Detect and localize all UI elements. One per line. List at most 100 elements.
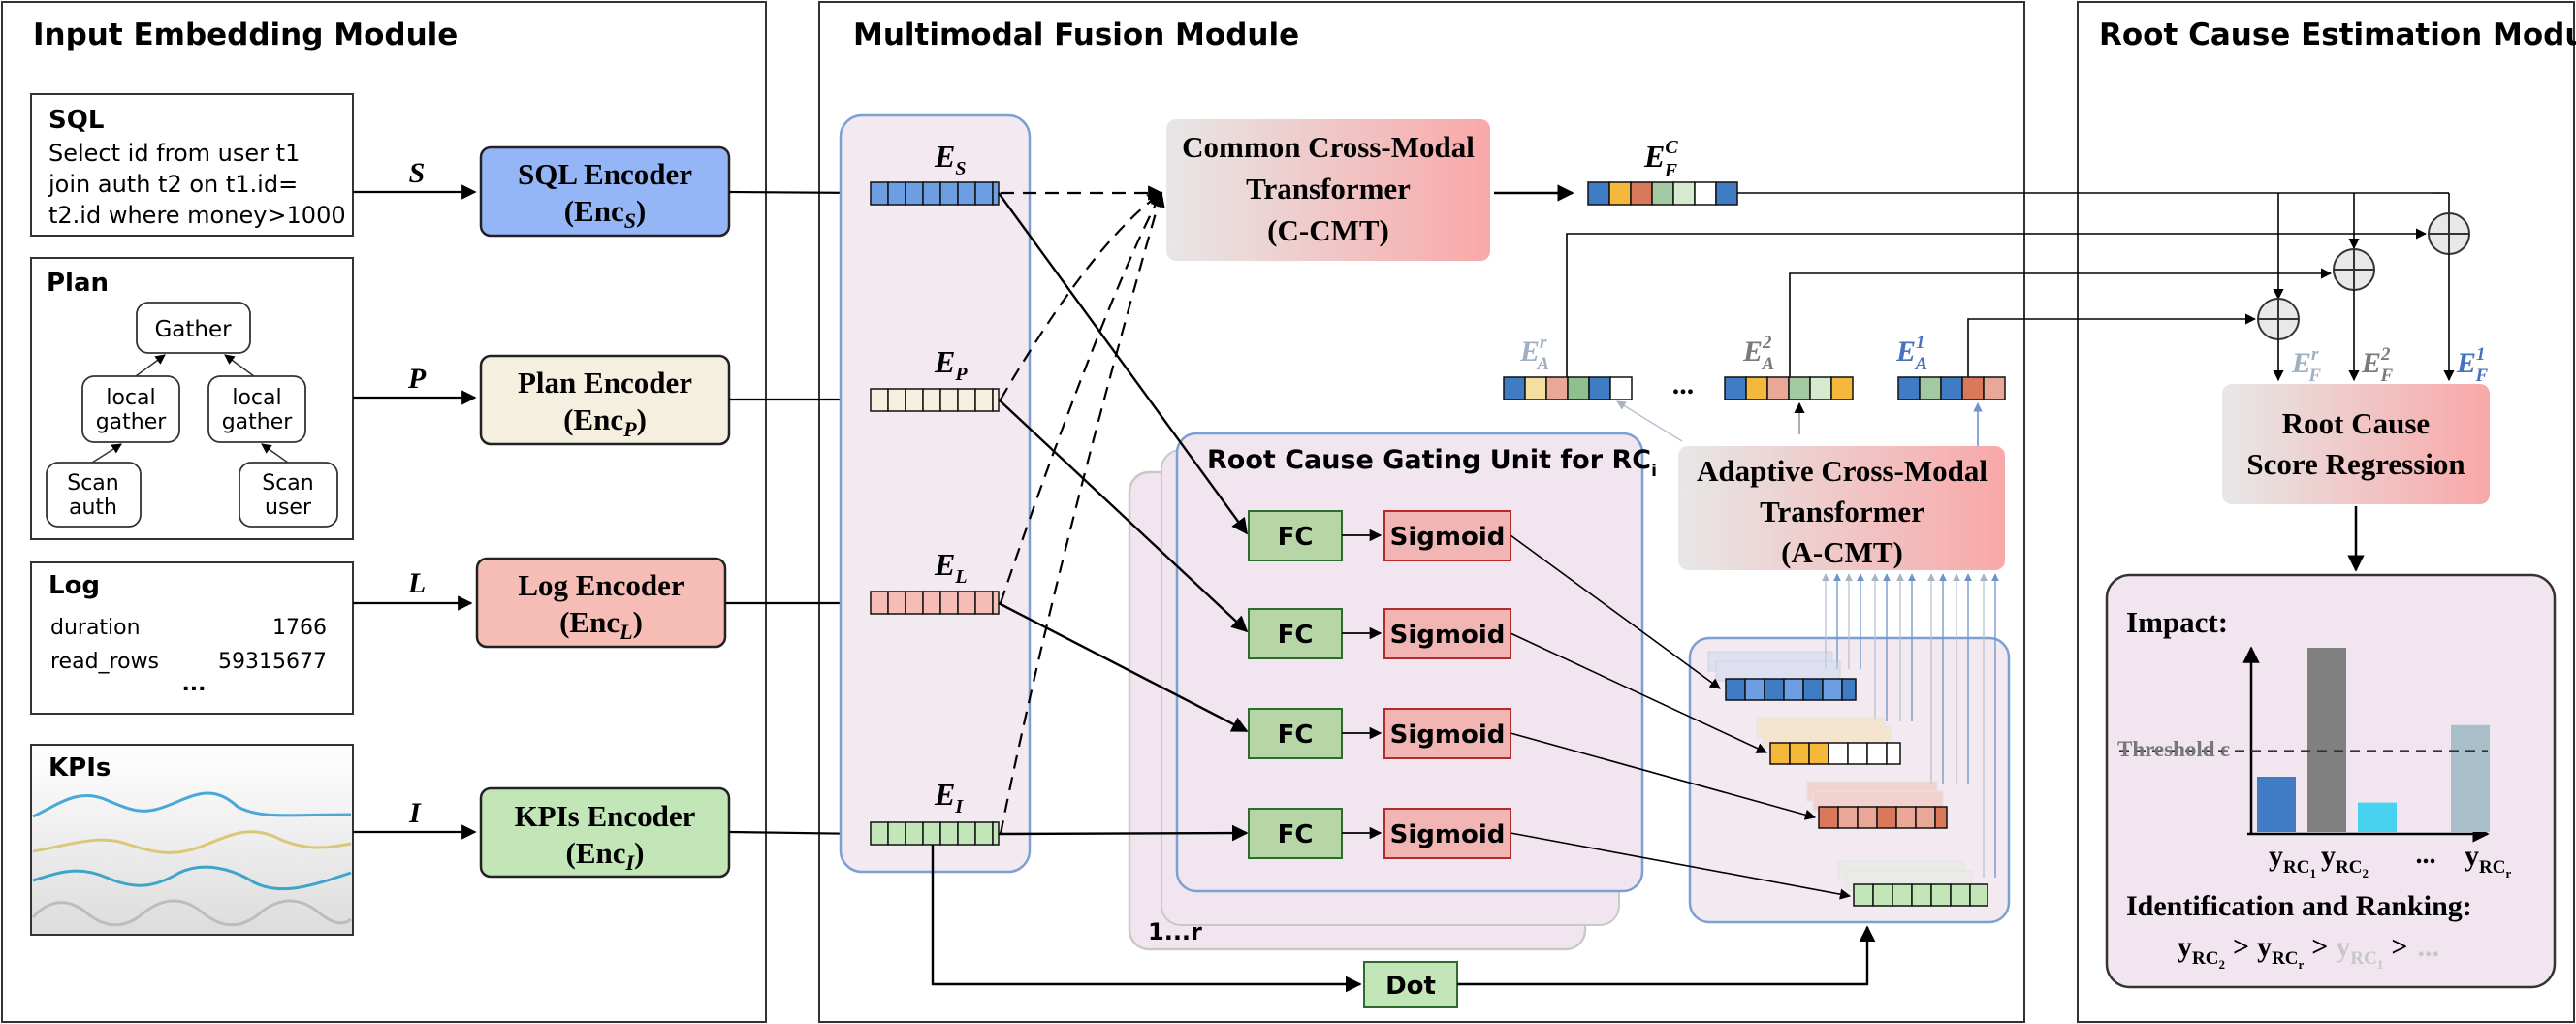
sql-input-box bbox=[30, 93, 354, 237]
impact-bar-1 bbox=[2257, 777, 2296, 832]
rank-gt-1: > bbox=[2233, 931, 2249, 963]
ea-2-vector bbox=[1724, 376, 1854, 400]
sigmoid-to-gated-lines bbox=[1510, 534, 1852, 900]
ea-r-vector bbox=[1503, 376, 1633, 400]
kpis-encoder-line1: KPIs Encoder bbox=[515, 799, 696, 833]
sigmoid-label-4: Sigmoid bbox=[1390, 820, 1506, 849]
input-module-title: Input Embedding Module bbox=[33, 17, 458, 52]
sql-encoder-enc: (Enc bbox=[564, 194, 624, 228]
label-ei-base: E bbox=[934, 777, 955, 812]
ccmt-line2: Transformer bbox=[1246, 172, 1411, 206]
efc-vector bbox=[1587, 181, 1738, 206]
impact-bar-2 bbox=[2307, 648, 2346, 832]
impact-threshold-label: Threshold ε bbox=[2117, 737, 2230, 761]
ccmt-line1: Common Cross-Modal bbox=[1182, 130, 1475, 164]
label-el-sub: L bbox=[954, 566, 967, 588]
embedding-el-vector bbox=[870, 591, 1000, 615]
ea-to-plus-lines bbox=[1566, 228, 2455, 382]
x-label-rc2-num: 2 bbox=[2362, 866, 2369, 880]
plan-node-scan-user-2: user bbox=[265, 496, 312, 520]
plus-node-r bbox=[2257, 298, 2300, 340]
sql-encoder-sub: S bbox=[624, 208, 636, 233]
sql-title: SQL bbox=[48, 106, 104, 135]
x-label-dots: ... bbox=[2416, 840, 2436, 870]
rank-3-y: y bbox=[2336, 931, 2350, 963]
x-label-rc1: yRC1 bbox=[2269, 840, 2316, 880]
plan-title: Plan bbox=[47, 269, 109, 298]
plan-encoder-enc: (Enc bbox=[563, 402, 623, 436]
plan-node-local-right-2: gather bbox=[222, 410, 294, 434]
regression-line2: Score Regression bbox=[2246, 447, 2465, 481]
log-row-1-key: duration bbox=[50, 616, 141, 640]
symbol-l: L bbox=[407, 567, 426, 599]
x-label-rc1-y: y bbox=[2269, 840, 2283, 872]
gating-unit-title: Root Cause Gating Unit for RCi bbox=[1207, 445, 1657, 481]
plan-node-scan-auth-1: Scan bbox=[67, 471, 119, 496]
label-es-sub: S bbox=[955, 158, 966, 179]
sigmoid-box-4 bbox=[1383, 808, 1511, 859]
acmt-line1: Adaptive Cross-Modal bbox=[1697, 454, 1988, 488]
label-efc-base: E bbox=[1643, 139, 1665, 174]
gating-row-1: FC Sigmoid bbox=[1248, 510, 1511, 561]
sigmoid-box-1 bbox=[1383, 510, 1511, 561]
identification-title: Identification and Ranking: bbox=[2126, 890, 2472, 922]
kpi-curves bbox=[31, 791, 352, 927]
kpis-encoder-sub: I bbox=[625, 850, 636, 875]
embedding-column-panel bbox=[839, 113, 1032, 874]
embedding-to-fc-arrows bbox=[998, 192, 1249, 842]
dot-to-gated-line bbox=[1457, 925, 1876, 986]
label-es-base: E bbox=[934, 139, 955, 174]
gated-vector-stack-1 bbox=[1707, 651, 1841, 682]
label-ea-1-base: E bbox=[1895, 336, 1916, 368]
regression-box bbox=[2222, 384, 2490, 504]
sigmoid-label-3: Sigmoid bbox=[1390, 720, 1506, 750]
rank-tail: ... bbox=[2417, 931, 2439, 963]
plan-node-local-gather-right bbox=[207, 375, 306, 443]
plan-encoder-line2: (EncP) bbox=[563, 402, 647, 441]
plan-node-scan-user-1: Scan bbox=[262, 471, 314, 496]
fc-box-3 bbox=[1248, 708, 1343, 759]
sigmoid-box-3 bbox=[1383, 708, 1511, 759]
label-ea-1-sub: A bbox=[1915, 354, 1928, 374]
x-label-rc1-rc: RC bbox=[2283, 857, 2309, 878]
plan-encoder-line1: Plan Encoder bbox=[518, 366, 692, 400]
gated-vector-3 bbox=[1818, 806, 1948, 829]
sql-line-3: t2.id where money>1000 bbox=[48, 202, 346, 229]
sigmoid-label-1: Sigmoid bbox=[1390, 523, 1506, 552]
impact-bar-4 bbox=[2451, 724, 2490, 832]
label-ea-2-sub: A bbox=[1762, 354, 1775, 374]
ea-dots: ... bbox=[1672, 368, 1695, 400]
label-ef-2-sub: F bbox=[2380, 366, 2394, 386]
gated-vector-stack-2 bbox=[1756, 717, 1892, 748]
sigmoid-box-2 bbox=[1383, 608, 1511, 659]
gated-vector-4 bbox=[1853, 883, 1988, 907]
symbol-s: S bbox=[409, 157, 426, 189]
rank-2-y: y bbox=[2257, 931, 2272, 963]
rank-2-num: r bbox=[2299, 957, 2305, 972]
plan-node-gather bbox=[136, 302, 251, 354]
label-ea-2-base: E bbox=[1742, 336, 1763, 368]
label-ef-r-sup: r bbox=[2311, 344, 2319, 365]
sigmoid-label-2: Sigmoid bbox=[1390, 621, 1506, 650]
regression-line1: Root Cause bbox=[2282, 406, 2430, 440]
acmt-box bbox=[1678, 446, 2005, 570]
impact-chart: Threshold ε bbox=[2117, 646, 2490, 843]
x-label-rcr-rc: RC bbox=[2479, 857, 2505, 878]
sql-encoder-line2: (EncS) bbox=[564, 194, 647, 233]
rank-2-rc: RC bbox=[2272, 948, 2298, 969]
embedding-to-ccmt-dashed bbox=[999, 185, 1165, 835]
log-ellipsis: ... bbox=[181, 672, 206, 696]
sql-line-2: join auth t2 on t1.id= bbox=[48, 171, 298, 198]
label-el: EL bbox=[934, 547, 968, 588]
kpis-encoder-enc: (Enc bbox=[566, 836, 626, 870]
sql-encoder-line1: SQL Encoder bbox=[518, 157, 692, 191]
label-ef-1-sup: 1 bbox=[2476, 344, 2486, 365]
x-label-rc2: yRC2 bbox=[2321, 840, 2369, 880]
ccmt-line3: (C-CMT) bbox=[1267, 213, 1389, 247]
log-encoder-close: ) bbox=[633, 605, 643, 639]
dot-label: Dot bbox=[1385, 972, 1436, 1001]
